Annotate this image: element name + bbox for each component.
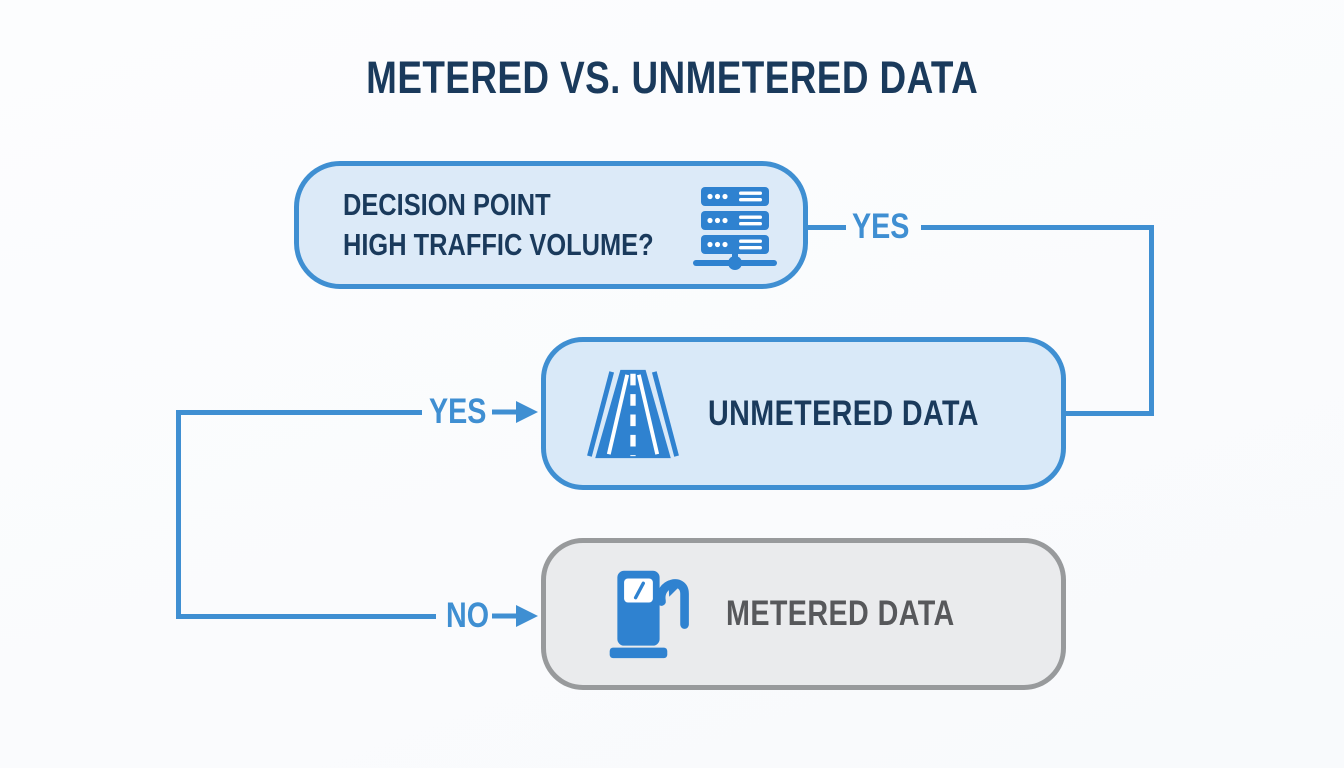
arrow-right-icon-yes — [492, 399, 540, 425]
branch-label-left-no: NO — [446, 596, 490, 635]
connector-left-no-horizontal — [176, 614, 436, 619]
decision-node: DECISION POINT HIGH TRAFFIC VOLUME? — [294, 161, 808, 289]
connector-right-horizontal — [921, 225, 1154, 230]
decision-line2: HIGH TRAFFIC VOLUME? — [343, 227, 654, 262]
highway-icon — [578, 368, 688, 460]
connector-right-vertical — [1149, 225, 1154, 416]
metered-data-label: METERED DATA — [726, 594, 955, 633]
diagram-title: METERED VS. UNMETERED DATA — [0, 52, 1344, 104]
fuel-pump-icon — [602, 563, 698, 665]
branch-label-right-yes: YES — [852, 207, 910, 246]
connector-right-stub — [806, 225, 846, 230]
server-stack-icon — [689, 185, 781, 273]
unmetered-data-node: UNMETERED DATA — [541, 337, 1066, 490]
branch-label-left-yes: YES — [429, 392, 487, 431]
connector-right-into-unmetered — [1063, 411, 1154, 416]
diagram-title-text: METERED VS. UNMETERED DATA — [365, 52, 978, 103]
connector-left-yes-horizontal — [176, 410, 422, 415]
decision-line1: DECISION POINT — [343, 187, 551, 222]
decision-text: DECISION POINT HIGH TRAFFIC VOLUME? — [299, 186, 722, 264]
metered-data-node: METERED DATA — [541, 538, 1066, 690]
unmetered-data-label: UNMETERED DATA — [708, 393, 979, 433]
connector-left-vertical — [176, 410, 181, 619]
arrow-right-icon-no — [492, 603, 540, 629]
